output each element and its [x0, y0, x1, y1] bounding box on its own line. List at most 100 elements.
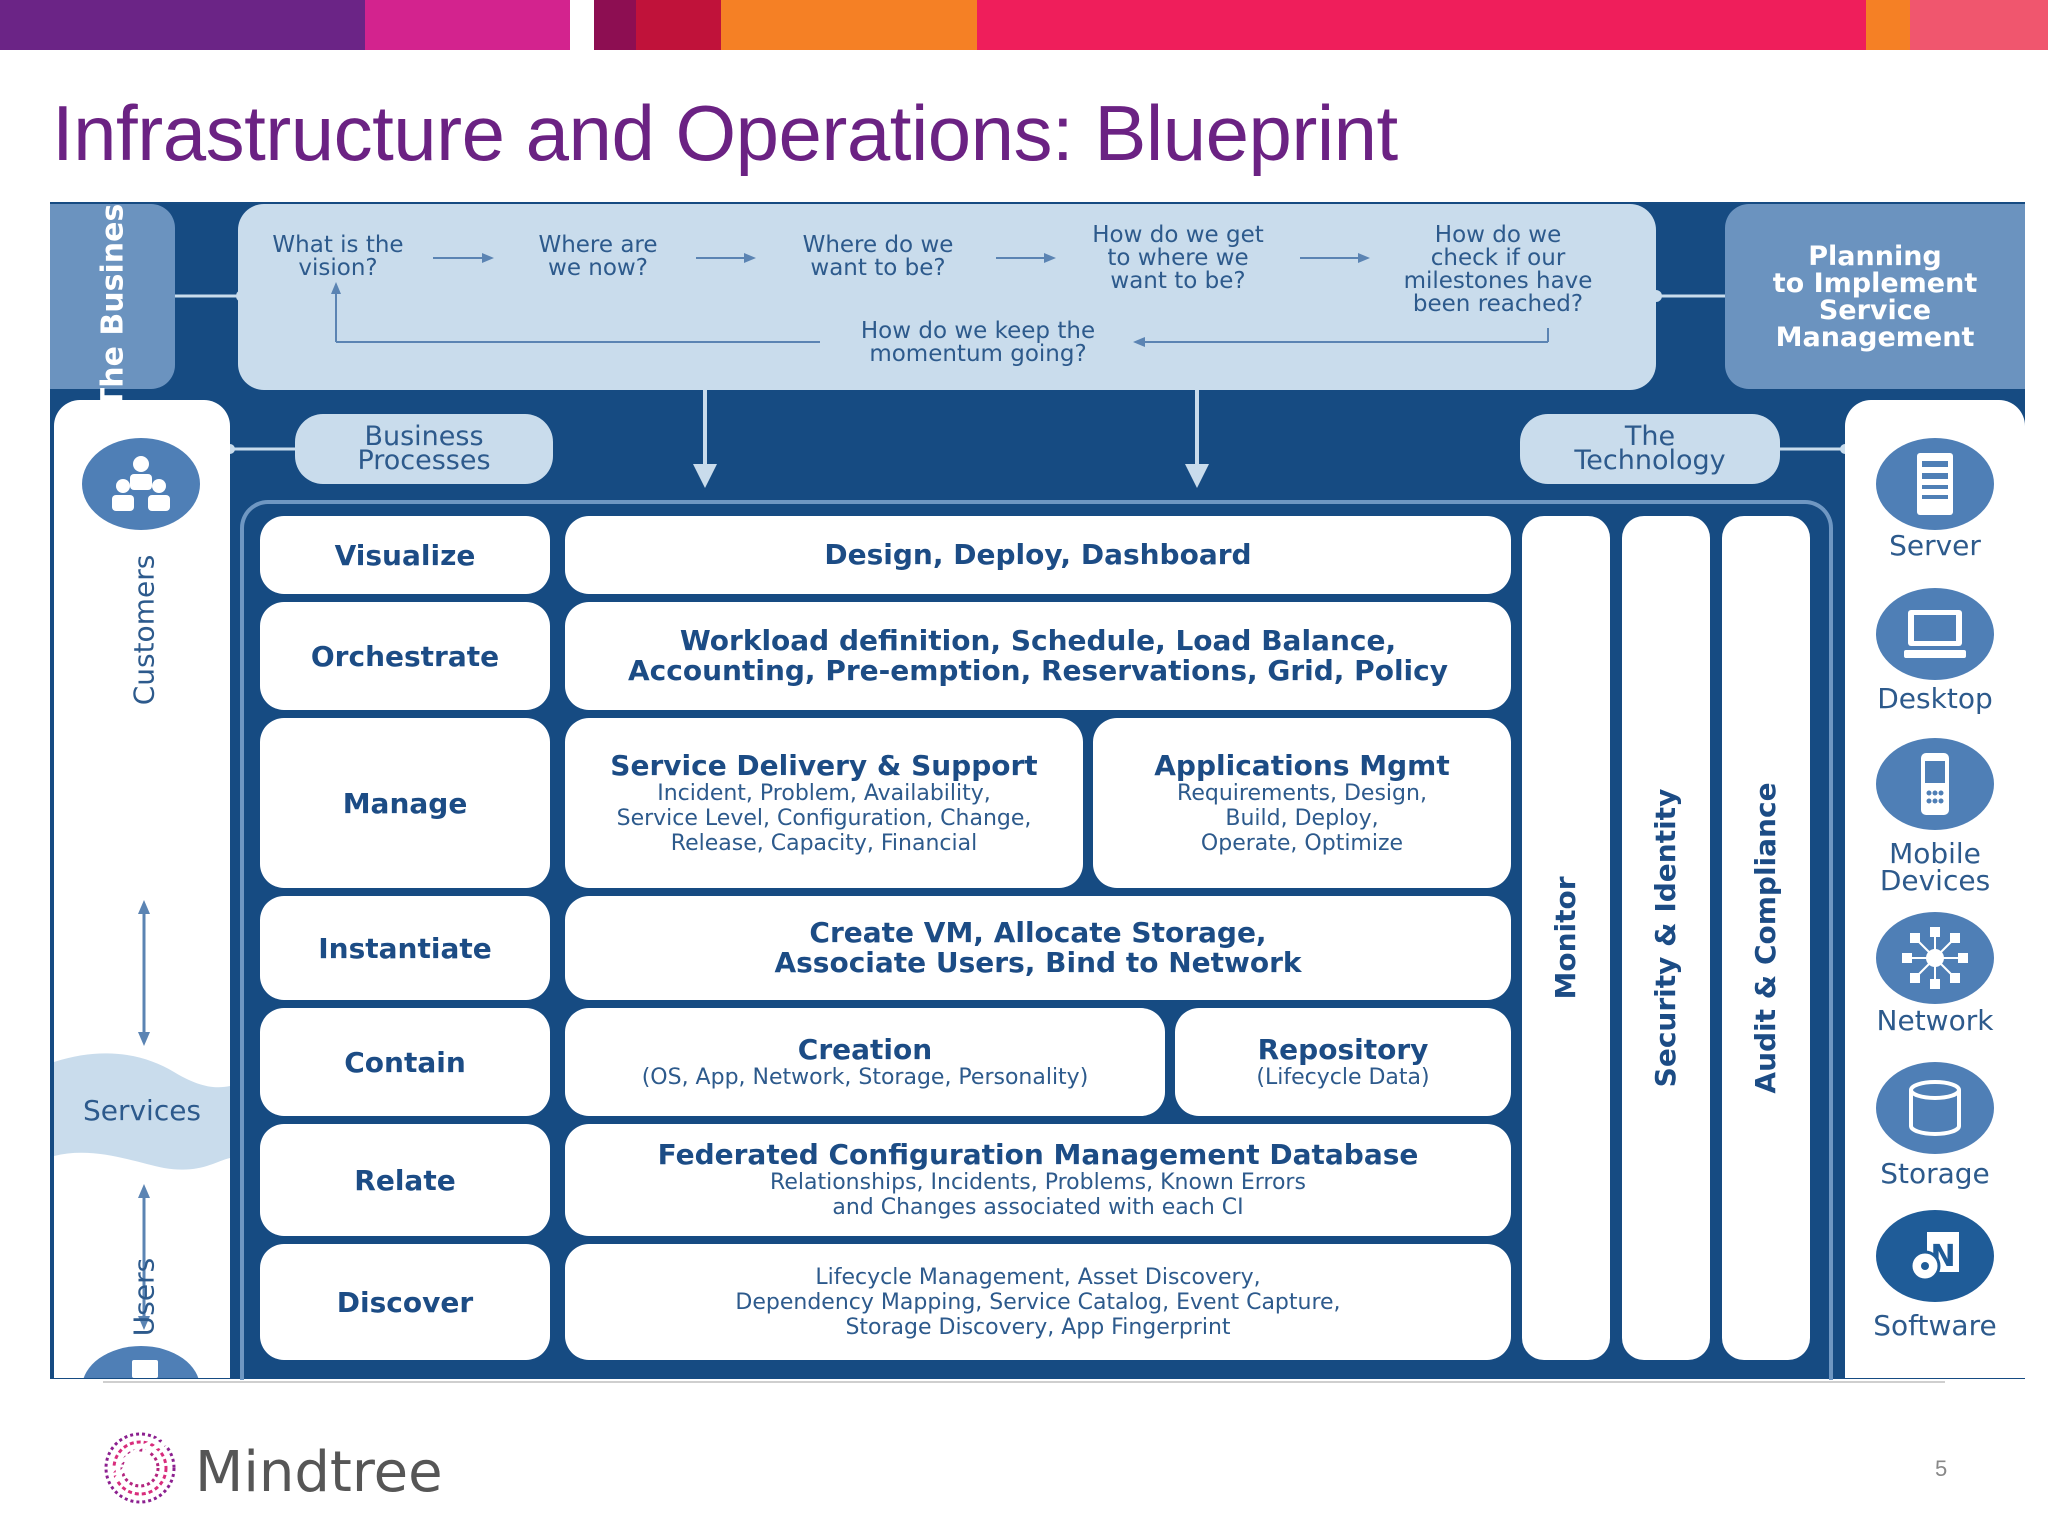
row-label-visualize: Visualize [260, 516, 550, 594]
bar-segment [570, 0, 594, 50]
pill-line: Technology [1574, 445, 1726, 476]
row-content-service-delivery: Service Delivery & Support Incident, Pro… [565, 718, 1083, 888]
users-label: Users [127, 1257, 161, 1337]
row-sub: Service Level, Configuration, Change, [616, 805, 1032, 831]
pillar-label: Monitor [1549, 876, 1582, 1000]
row-content-repository: Repository (Lifecycle Data) [1175, 1008, 1511, 1116]
row-label-discover: Discover [260, 1244, 550, 1360]
row-content-instantiate: Create VM, Allocate Storage, Associate U… [565, 896, 1511, 1000]
question-how-get-there: How do we get to where we want to be? [1058, 224, 1298, 293]
pillar-label: Security & Identity [1649, 788, 1682, 1088]
bar-segment [1866, 0, 1910, 50]
users-label-box: Users [104, 1242, 184, 1352]
business-processes-pill: Business Processes [295, 414, 553, 484]
planning-line: Planning [1808, 240, 1942, 272]
pill-line: The [1624, 421, 1676, 452]
question-line: vision? [298, 255, 378, 281]
network-icon [1876, 912, 1994, 1004]
technology-label: Software [1873, 1309, 1997, 1342]
technology-label: Desktop [1877, 682, 1993, 715]
row-sub: Relationships, Incidents, Problems, Know… [770, 1170, 1306, 1195]
slide-title: Infrastructure and Operations: Blueprint [52, 89, 1398, 177]
customers-label-box: Customers [104, 545, 184, 715]
server-icon [1876, 438, 1994, 530]
blueprint-diagram: The Business Planning to Implement Servi… [50, 185, 2025, 1380]
customers-icon [82, 438, 200, 530]
question-flow-arrows [331, 253, 1549, 347]
row-title: Applications Mgmt [1154, 748, 1450, 782]
bar-segment [1910, 0, 2048, 50]
row-content-visualize: Design, Deploy, Dashboard [565, 516, 1511, 594]
question-line: to where we [1107, 245, 1249, 271]
footer-divider [103, 1381, 1945, 1383]
row-sub: Incident, Problem, Availability, [657, 780, 991, 806]
technology-label: Storage [1880, 1157, 1990, 1190]
the-business-panel: The Business [50, 185, 175, 408]
brand-name: Mindtree [195, 1440, 443, 1505]
row-title: Creation [797, 1032, 933, 1066]
question-line: want to be? [810, 255, 946, 281]
row-sub: Storage Discovery, App Fingerprint [845, 1314, 1231, 1340]
row-sub: Requirements, Design, [1177, 780, 1427, 806]
pill-line: Processes [357, 445, 491, 476]
technology-label: Network [1876, 1004, 1994, 1037]
bar-segment [721, 0, 977, 50]
row-title: Workload definition, Schedule, Load Bala… [679, 624, 1397, 657]
services-band [54, 1053, 230, 1170]
row-sub: Release, Capacity, Financial [670, 830, 978, 856]
row-title: Federated Configuration Management Datab… [657, 1138, 1419, 1171]
storage-icon [1876, 1062, 1994, 1154]
pill-line: Business [364, 421, 484, 452]
pillar-monitor: Monitor [1522, 516, 1610, 1360]
row-content-orchestrate: Workload definition, Schedule, Load Bala… [565, 602, 1511, 710]
mobile-device-icon [1876, 738, 1994, 830]
planning-line: Service [1818, 294, 1932, 326]
question-line: milestones have [1403, 268, 1593, 294]
question-line: Where are [538, 232, 658, 258]
services-users-arrow [138, 1184, 150, 1330]
question-line: What is the [272, 232, 404, 258]
questions-panel: What is the vision? Where are we now? Wh… [238, 204, 1656, 390]
row-label-contain: Contain [260, 1008, 550, 1116]
people-column: Customers Services [54, 400, 230, 1378]
question-want-to-be: Where do we want to be? [768, 234, 988, 280]
planning-line: to Implement [1772, 267, 1978, 299]
question-line: check if our [1430, 245, 1566, 271]
planning-panel: Planning to Implement Service Management [1725, 204, 2025, 389]
technology-label: Server [1889, 529, 1981, 562]
row-content-applications-mgmt: Applications Mgmt Requirements, Design, … [1093, 718, 1511, 888]
row-sub: (OS, App, Network, Storage, Personality) [641, 1064, 1089, 1090]
central-frame [240, 500, 1833, 1380]
bar-segment [636, 0, 721, 50]
row-sub: Operate, Optimize [1200, 830, 1404, 856]
row-sub: Dependency Mapping, Service Catalog, Eve… [735, 1289, 1341, 1315]
services-label: Services [82, 1094, 202, 1127]
row-label-instantiate: Instantiate [260, 896, 550, 1000]
pillar-security-identity: Security & Identity [1622, 516, 1710, 1360]
software-icon: N [1876, 1210, 1994, 1302]
question-milestones: How do we check if our milestones have b… [1378, 224, 1618, 316]
question-line: we now? [548, 255, 648, 281]
row-title: Create VM, Allocate Storage, [809, 916, 1267, 949]
row-content-discover: Lifecycle Management, Asset Discovery, D… [565, 1244, 1511, 1360]
connector-lines [175, 290, 1850, 488]
bar-segment [977, 0, 1866, 50]
bar-segment [0, 0, 365, 50]
customers-label: Customers [127, 554, 161, 706]
row-title: Accounting, Pre-emption, Reservations, G… [628, 654, 1448, 687]
row-sub: Lifecycle Management, Asset Discovery, [815, 1264, 1261, 1290]
question-line: want to be? [1110, 268, 1246, 294]
row-sub: (Lifecycle Data) [1256, 1064, 1430, 1090]
question-where-now: Where are we now? [513, 234, 683, 280]
pillar-label: Audit & Compliance [1749, 782, 1782, 1094]
row-sub: Build, Deploy, [1225, 805, 1379, 831]
row-label-manage: Manage [260, 718, 550, 888]
top-color-bar [0, 0, 2048, 50]
question-vision: What is the vision? [258, 234, 418, 280]
customers-services-arrow [138, 900, 150, 1046]
row-content-creation: Creation (OS, App, Network, Storage, Per… [565, 1008, 1165, 1116]
pillar-audit-compliance: Audit & Compliance [1722, 516, 1810, 1360]
row-sub: and Changes associated with each CI [832, 1195, 1244, 1220]
question-line: How do we keep the [860, 318, 1096, 344]
